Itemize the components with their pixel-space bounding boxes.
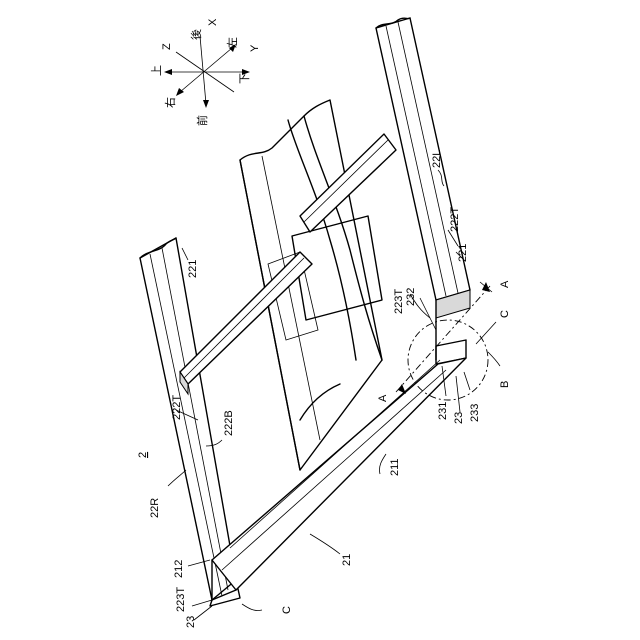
axis-x-label: X xyxy=(207,18,219,26)
label-233: 233 xyxy=(469,404,481,422)
label-23-left: 23 xyxy=(185,616,197,628)
label-223T-right: 223T xyxy=(393,289,405,314)
label-222T-left: 222T xyxy=(449,207,461,232)
label-222T-right: 222T xyxy=(171,395,183,420)
detail-circle-b xyxy=(408,320,488,400)
label-222B: 222B xyxy=(223,410,235,436)
axis-right-label: 右 xyxy=(163,97,177,108)
label-A-section: A xyxy=(377,394,389,402)
label-A-top: A xyxy=(499,280,511,288)
axis-down-label: 下 xyxy=(238,73,251,84)
axis-y-label: Y xyxy=(249,44,261,52)
axis-rear-label: 後 xyxy=(189,29,203,40)
label-221-left: 221 xyxy=(457,244,469,262)
label-211: 211 xyxy=(389,458,401,476)
label-21: 21 xyxy=(341,554,353,566)
label-23-right: 23 xyxy=(453,412,465,424)
label-223T-left: 223T xyxy=(175,587,187,612)
label-221-right: 221 xyxy=(187,260,199,278)
axis-z-label: Z xyxy=(161,43,173,50)
section-arrow-a-lower xyxy=(398,384,406,394)
label-B: B xyxy=(499,381,511,388)
floor-tunnel xyxy=(240,100,382,470)
label-232: 232 xyxy=(405,288,417,306)
label-212: 212 xyxy=(173,560,185,578)
axis-left-label: 左 xyxy=(226,37,239,48)
label-C-right: C xyxy=(499,310,511,318)
axis-front-label: 前 xyxy=(195,115,209,126)
label-C-left: C xyxy=(281,606,293,614)
label-22L: 22L xyxy=(431,150,443,168)
label-22R: 22R xyxy=(149,498,161,518)
label-assembly-2: 2 xyxy=(137,452,149,458)
label-231: 231 xyxy=(437,402,449,420)
axis-up-label: 上 xyxy=(150,65,163,76)
